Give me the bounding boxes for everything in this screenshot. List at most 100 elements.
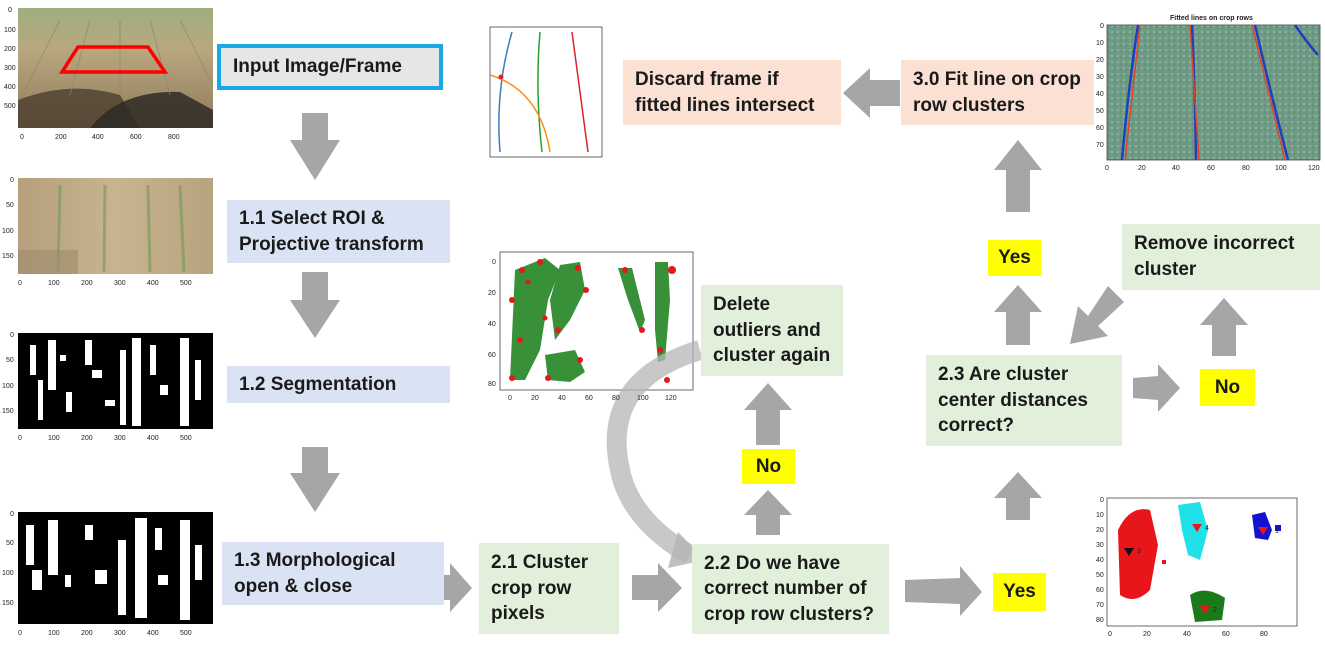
svg-text:70: 70: [1096, 142, 1104, 149]
arrow-yes-to-23: [994, 472, 1042, 520]
decision-yes-distances: Yes: [988, 240, 1041, 276]
svg-text:400: 400: [147, 280, 159, 287]
arrow-no-to-remove: [1200, 298, 1248, 356]
svg-text:0: 0: [1108, 631, 1112, 638]
svg-text:200: 200: [81, 435, 93, 442]
arrow-input-to-11: [290, 113, 340, 180]
arrow-30-to-discard: [843, 68, 900, 118]
svg-text:10: 10: [1096, 512, 1104, 519]
step-remove-incorrect-cluster: Remove incorrect cluster: [1122, 224, 1320, 290]
svg-text:400: 400: [92, 134, 104, 141]
svg-text:150: 150: [2, 408, 14, 415]
svg-text:300: 300: [114, 280, 126, 287]
svg-text:20: 20: [531, 395, 539, 402]
svg-text:600: 600: [130, 134, 142, 141]
decision-no-clusters: No: [742, 449, 795, 484]
svg-text:300: 300: [4, 65, 16, 72]
svg-text:50: 50: [1096, 108, 1104, 115]
svg-text:80: 80: [1260, 631, 1268, 638]
svg-text:0: 0: [1105, 165, 1109, 172]
svg-text:50: 50: [1096, 572, 1104, 579]
step-delete-outliers: Delete outliers and cluster again: [701, 285, 843, 376]
svg-text:40: 40: [1183, 631, 1191, 638]
svg-text:100: 100: [637, 395, 649, 402]
svg-text:80: 80: [1096, 617, 1104, 624]
svg-text:100: 100: [4, 27, 16, 34]
arrow-22-to-yes: [905, 566, 982, 616]
svg-text:500: 500: [4, 103, 16, 110]
svg-text:60: 60: [1222, 631, 1230, 638]
svg-text:2: 2: [1213, 607, 1217, 614]
svg-text:40: 40: [1172, 165, 1180, 172]
arrow-no-to-delete: [744, 383, 792, 445]
step-1-2-segmentation: 1.2 Segmentation: [227, 366, 450, 403]
arrow-22-to-no: [744, 490, 792, 535]
svg-text:40: 40: [1096, 557, 1104, 564]
svg-text:20: 20: [1138, 165, 1146, 172]
input-image: [18, 8, 214, 128]
arrow-yes-to-30: [994, 140, 1042, 212]
svg-text:100: 100: [48, 435, 60, 442]
svg-text:200: 200: [81, 280, 93, 287]
roi-box: [58, 45, 169, 74]
svg-text:0: 0: [8, 7, 12, 14]
svg-text:40: 40: [1096, 91, 1104, 98]
svg-text:0: 0: [492, 259, 496, 266]
svg-text:60: 60: [488, 352, 496, 359]
svg-text:300: 300: [114, 630, 126, 637]
svg-text:200: 200: [4, 46, 16, 53]
svg-text:0: 0: [1100, 497, 1104, 504]
svg-text:60: 60: [585, 395, 593, 402]
svg-text:80: 80: [1242, 165, 1250, 172]
svg-text:400: 400: [147, 435, 159, 442]
svg-text:400: 400: [147, 630, 159, 637]
svg-text:0: 0: [18, 630, 22, 637]
svg-text:10: 10: [1096, 40, 1104, 47]
svg-text:120: 120: [1308, 165, 1320, 172]
svg-text:20: 20: [1096, 57, 1104, 64]
arrow-11-to-12: [290, 272, 340, 338]
svg-text:20: 20: [488, 290, 496, 297]
svg-text:80: 80: [612, 395, 620, 402]
svg-text:60: 60: [1096, 125, 1104, 132]
svg-text:150: 150: [2, 253, 14, 260]
svg-text:Fitted lines on crop rows: Fitted lines on crop rows: [1170, 15, 1253, 22]
svg-text:50: 50: [6, 202, 14, 209]
svg-text:100: 100: [2, 383, 14, 390]
svg-text:400: 400: [4, 84, 16, 91]
svg-text:500: 500: [180, 630, 192, 637]
svg-text:80: 80: [488, 381, 496, 388]
decision-yes-clusters: Yes: [993, 573, 1046, 611]
fitted-lines-plot: [1106, 24, 1321, 161]
svg-text:120: 120: [665, 395, 677, 402]
svg-text:70: 70: [1096, 602, 1104, 609]
svg-text:50: 50: [6, 540, 14, 547]
svg-text:100: 100: [48, 280, 60, 287]
svg-text:500: 500: [180, 280, 192, 287]
svg-text:40: 40: [488, 321, 496, 328]
step-2-1-cluster: 2.1 Cluster crop row pixels: [479, 543, 619, 634]
arrow-21-to-22: [632, 563, 682, 612]
svg-text:200: 200: [55, 134, 67, 141]
svg-text:50: 50: [6, 357, 14, 364]
svg-text:0: 0: [20, 134, 24, 141]
svg-text:100: 100: [2, 570, 14, 577]
step-1-3-morphological: 1.3 Morphological open & close: [222, 542, 444, 605]
step-2-2-check-cluster-count: 2.2 Do we have correct number of crop ro…: [692, 544, 889, 634]
roi-image: [18, 178, 213, 274]
svg-text:20: 20: [1143, 631, 1151, 638]
svg-text:60: 60: [1207, 165, 1215, 172]
arrow-23-to-no: [1133, 364, 1180, 412]
svg-text:3: 3: [1137, 548, 1141, 555]
svg-text:20: 20: [1096, 527, 1104, 534]
arrow-23-to-yes: [994, 285, 1042, 345]
arrow-12-to-13: [290, 447, 340, 512]
step-input-image: Input Image/Frame: [217, 44, 443, 90]
svg-text:60: 60: [1096, 587, 1104, 594]
arrow-remove-to-23: [1070, 286, 1124, 344]
svg-text:0: 0: [508, 395, 512, 402]
svg-text:0: 0: [18, 435, 22, 442]
svg-text:0: 0: [10, 332, 14, 339]
intersect-plot: [489, 26, 603, 158]
svg-text:0: 0: [18, 280, 22, 287]
